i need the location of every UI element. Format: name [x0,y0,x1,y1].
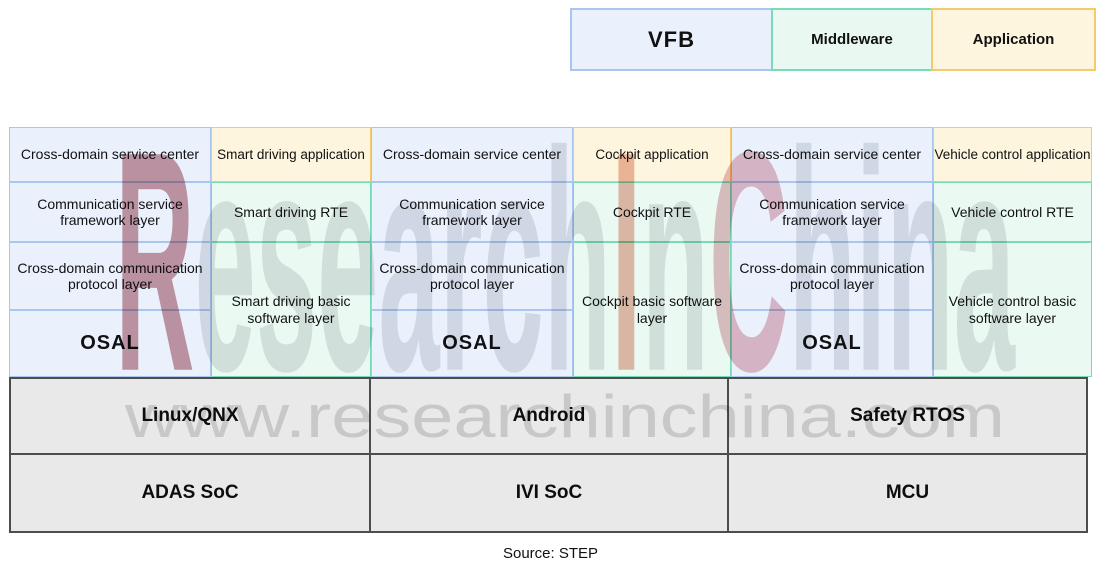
hw-adas-soc: ADAS SoC [9,455,371,533]
cockpit-basic-software: Cockpit basic software layer [573,242,731,377]
os-linux-qnx: Linux/QNX [9,377,371,455]
mcu-cross-domain-service-center: Cross-domain service center [731,127,933,182]
mcu-osal: OSAL [731,310,933,377]
adas-cross-domain-service-center: Cross-domain service center [9,127,211,182]
mcu-communication-service-framework: Communication service framework layer [731,182,933,242]
os-row: Linux/QNX Android Safety RTOS [9,377,1088,455]
adas-cross-domain-protocol-layer: Cross-domain communication protocol laye… [9,242,211,310]
vehicle-control-basic-software: Vehicle control basic software layer [933,242,1092,377]
smart-driving-basic-software: Smart driving basic software layer [211,242,371,377]
legend-item-middleware: Middleware [771,8,933,71]
source-note: Source: STEP [502,545,599,562]
software-layer-grid: Cross-domain service center Communicatio… [9,127,1092,377]
vehicle-control-rte: Vehicle control RTE [933,182,1092,242]
ivi-osal: OSAL [371,310,573,377]
adas-osal: OSAL [9,310,211,377]
hardware-row: ADAS SoC IVI SoC MCU [9,455,1088,533]
hw-mcu: MCU [727,455,1088,533]
legend-item-vfb: VFB [570,8,773,71]
vehicle-control-application: Vehicle control application [933,127,1092,182]
cockpit-rte: Cockpit RTE [573,182,731,242]
os-android: Android [369,377,729,455]
legend-item-application: Application [931,8,1096,71]
adas-communication-service-framework: Communication service framework layer [9,182,211,242]
ivi-cross-domain-service-center: Cross-domain service center [371,127,573,182]
smart-driving-rte: Smart driving RTE [211,182,371,242]
mcu-cross-domain-protocol-layer: Cross-domain communication protocol laye… [731,242,933,310]
cockpit-application: Cockpit application [573,127,731,182]
ivi-communication-service-framework: Communication service framework layer [371,182,573,242]
ivi-cross-domain-protocol-layer: Cross-domain communication protocol laye… [371,242,573,310]
legend: VFB Middleware Application [570,8,1096,71]
smart-driving-application: Smart driving application [211,127,371,182]
hw-ivi-soc: IVI SoC [369,455,729,533]
os-safety-rtos: Safety RTOS [727,377,1088,455]
